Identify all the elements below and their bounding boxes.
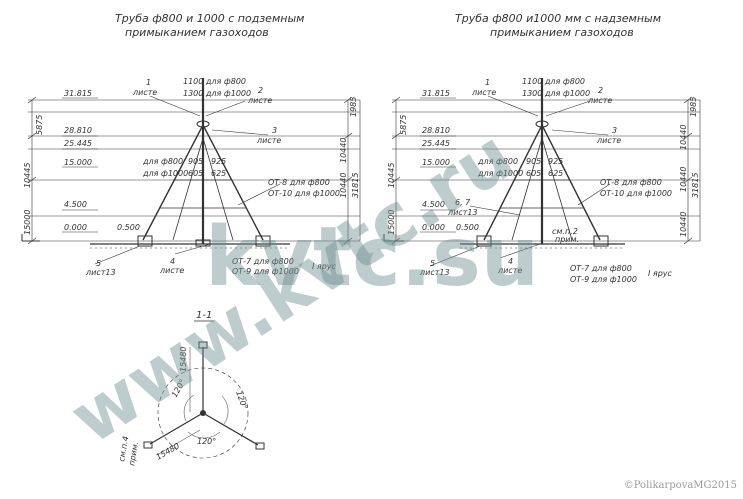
right-elevation: Труба ф800 и1000 мм с надземным примыкан… xyxy=(383,12,701,284)
section-angle-2: 120° xyxy=(234,390,249,411)
right-callout-4-sheet: листе xyxy=(497,266,522,275)
left-callout-2-sheet: листе xyxy=(247,96,272,105)
right-callout-6-7: 6, 7 xyxy=(455,198,471,207)
right-dim-r4: 10440 xyxy=(679,212,688,237)
left-mid-b: 605 xyxy=(188,169,203,178)
right-note: см.п.2 xyxy=(552,227,578,236)
right-dim-l2: 10445 xyxy=(387,163,396,188)
left-ot-2: ОТ-10 для ф1000 xyxy=(268,189,340,198)
right-ot-4: ОТ-9 для ф1000 xyxy=(570,275,637,284)
left-callout-4-sheet: листе xyxy=(159,266,184,275)
left-ot-3: ОТ-7 для ф800 xyxy=(232,257,294,266)
right-top-note-1: 1100 для ф800 xyxy=(522,77,585,86)
right-elev-7: 0.500 xyxy=(456,223,479,232)
copyright-notice: ©PolikarpovaMG2015 xyxy=(623,480,737,491)
right-top-note-2: 1300 для ф1000 xyxy=(522,89,590,98)
left-callout-1-sheet: листе xyxy=(132,88,157,97)
section-dim-2: 15480 xyxy=(155,441,182,462)
right-dim-l3: 15000 xyxy=(387,210,396,235)
left-title-line1: Труба ф800 и 1000 с подземным xyxy=(115,12,304,25)
right-callout-3: 3 xyxy=(612,126,617,135)
right-elev-5: 4.500 xyxy=(422,200,445,209)
section-angle-3: 120° xyxy=(197,437,216,446)
left-top-note-1: 1100 для ф800 xyxy=(183,77,246,86)
left-callout-2: 2 xyxy=(258,86,263,95)
left-mid-d: 625 xyxy=(211,169,226,178)
left-dim-r4: 31815 xyxy=(351,173,360,198)
right-callout-6-7-sheet: лист13 xyxy=(447,208,478,217)
left-mid-2: для ф1000 xyxy=(142,169,188,178)
right-dim-r3: 10440 xyxy=(679,167,688,192)
left-mid-c: 925 xyxy=(211,157,226,166)
right-callout-4: 4 xyxy=(508,257,513,266)
right-ot-1: ОТ-8 для ф800 xyxy=(600,178,662,187)
right-callout-5-sheet: лист13 xyxy=(419,268,450,277)
section-note-2: прим. xyxy=(127,441,140,466)
right-tier: I ярус xyxy=(648,269,673,278)
right-elev-2: 28.810 xyxy=(422,126,450,135)
right-mid-2: для ф1000 xyxy=(477,169,523,178)
left-callout-1: 1 xyxy=(146,78,151,87)
right-title-line2: примыканием газоходов xyxy=(490,26,634,39)
left-mid-a: 905 xyxy=(188,157,203,166)
left-dim-r2: 10440 xyxy=(339,138,348,163)
left-dim-r3: 10440 xyxy=(339,173,348,198)
left-title-line2: примыканием газоходов xyxy=(125,26,269,39)
right-title-line1: Труба ф800 и1000 мм с надземным xyxy=(455,12,661,25)
left-ot-1: ОТ-8 для ф800 xyxy=(268,178,330,187)
right-elev-3: 25.445 xyxy=(422,139,450,148)
left-tier: I ярус xyxy=(312,262,337,271)
right-callout-1-sheet: листе xyxy=(471,88,496,97)
right-dim-r5: 31815 xyxy=(691,173,700,198)
right-note-2: прим. xyxy=(555,235,579,244)
section-label: 1-1 xyxy=(196,310,212,321)
left-callout-4: 4 xyxy=(170,257,175,266)
left-elevation: Труба ф800 и 1000 с подземным примыкание… xyxy=(21,12,361,277)
right-ot-3: ОТ-7 для ф800 xyxy=(570,264,632,273)
right-callout-5: 5 xyxy=(430,259,435,268)
left-dim-r1: 1985 xyxy=(349,97,358,117)
left-dim-l3: 15000 xyxy=(23,210,32,235)
left-dim-l1: 5875 xyxy=(35,115,44,135)
left-elev-2: 28.810 xyxy=(64,126,92,135)
right-mid-d: 625 xyxy=(548,169,563,178)
right-mid-1: для ф800 xyxy=(477,157,518,166)
right-callout-3-sheet: листе xyxy=(596,136,621,145)
left-elev-3: 25.445 xyxy=(64,139,92,148)
right-dim-l1: 5875 xyxy=(399,115,408,135)
left-callout-5-sheet: лист13 xyxy=(85,268,116,277)
right-mid-a: 905 xyxy=(526,157,541,166)
section-note: см.п.4 xyxy=(117,435,130,462)
right-ot-2: ОТ-10 для ф1000 xyxy=(600,189,672,198)
right-elev-4: 15.000 xyxy=(422,158,450,167)
left-ot-4: ОТ-9 для ф1000 xyxy=(232,267,299,276)
left-elev-1: 31.815 xyxy=(64,89,92,98)
left-elev-6: 0.000 xyxy=(64,223,87,232)
section-dim-1: 15480 xyxy=(179,347,188,372)
right-dim-r2: 10440 xyxy=(679,125,688,150)
right-mid-c: 925 xyxy=(548,157,563,166)
left-elev-7: 0.500 xyxy=(117,223,140,232)
right-dim-r1: 1985 xyxy=(689,97,698,117)
left-dim-l2: 10445 xyxy=(23,163,32,188)
left-top-note-2: 1300 для ф1000 xyxy=(183,89,251,98)
left-callout-5: 5 xyxy=(96,259,101,268)
right-elev-6: 0.000 xyxy=(422,223,445,232)
left-callout-3-sheet: листе xyxy=(256,136,281,145)
right-callout-2: 2 xyxy=(598,86,603,95)
right-elev-1: 31.815 xyxy=(422,89,450,98)
right-callout-1: 1 xyxy=(485,78,490,87)
left-elev-5: 4.500 xyxy=(64,200,87,209)
left-elev-4: 15.000 xyxy=(64,158,92,167)
left-mid-1: для ф800 xyxy=(142,157,183,166)
watermark-big: kvtc.su xyxy=(205,210,539,305)
right-mid-b: 605 xyxy=(526,169,541,178)
right-callout-2-sheet: листе xyxy=(587,96,612,105)
left-callout-3: 3 xyxy=(272,126,277,135)
